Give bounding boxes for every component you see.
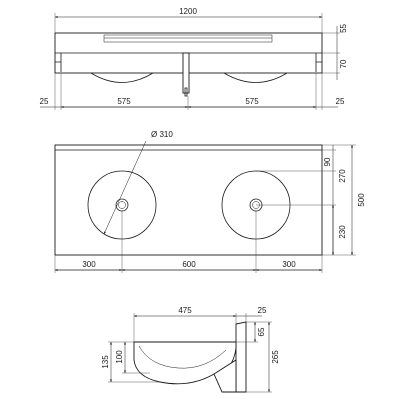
dim-basin-diameter: Ø 310 (151, 130, 173, 139)
side-view: 475 25 65 265 135 100 (101, 306, 280, 393)
dim-overall-depth: 500 (357, 193, 366, 207)
dim-front-height: 70 (339, 59, 348, 68)
dim-top-offset: 65 (257, 327, 266, 336)
waste-pipe (182, 52, 190, 94)
front-view: 1200 55 70 25 575 575 25 (40, 7, 348, 110)
dim-center-to-center: 600 (182, 260, 196, 269)
dim-bowl-width: 475 (178, 306, 192, 315)
dim-left-to-center: 300 (82, 260, 96, 269)
dim-wall-thickness: 25 (258, 306, 267, 315)
dim-left-margin: 25 (40, 97, 49, 106)
overflow-slot (103, 34, 273, 43)
dim-basin-spacing-right: 575 (245, 97, 259, 106)
dim-front-depth: 230 (338, 225, 347, 239)
basin-profile (133, 341, 237, 385)
dim-rear-offset: 90 (323, 157, 332, 166)
front-left-bowl (90, 72, 154, 83)
dim-center-to-right: 300 (282, 260, 296, 269)
dim-basin-spacing-left: 575 (117, 97, 131, 106)
front-left-edge (55, 53, 62, 72)
top-view-body (54, 144, 323, 256)
dim-overall-width: 1200 (179, 7, 197, 16)
top-view: Ø 310 90 270 500 230 300 600 300 (54, 130, 366, 273)
dim-deck-height: 55 (339, 23, 348, 32)
dim-right-margin: 25 (336, 97, 345, 106)
wall-plate (235, 321, 247, 393)
front-right-edge (315, 53, 322, 72)
bowl-inner (138, 345, 227, 369)
front-right-bowl (223, 72, 288, 83)
dim-total-height: 265 (271, 350, 280, 364)
bracket (213, 359, 237, 393)
dim-bowl-height: 100 (115, 350, 124, 364)
dim-center-depth: 270 (338, 169, 347, 183)
dim-outer-height: 135 (101, 355, 110, 369)
